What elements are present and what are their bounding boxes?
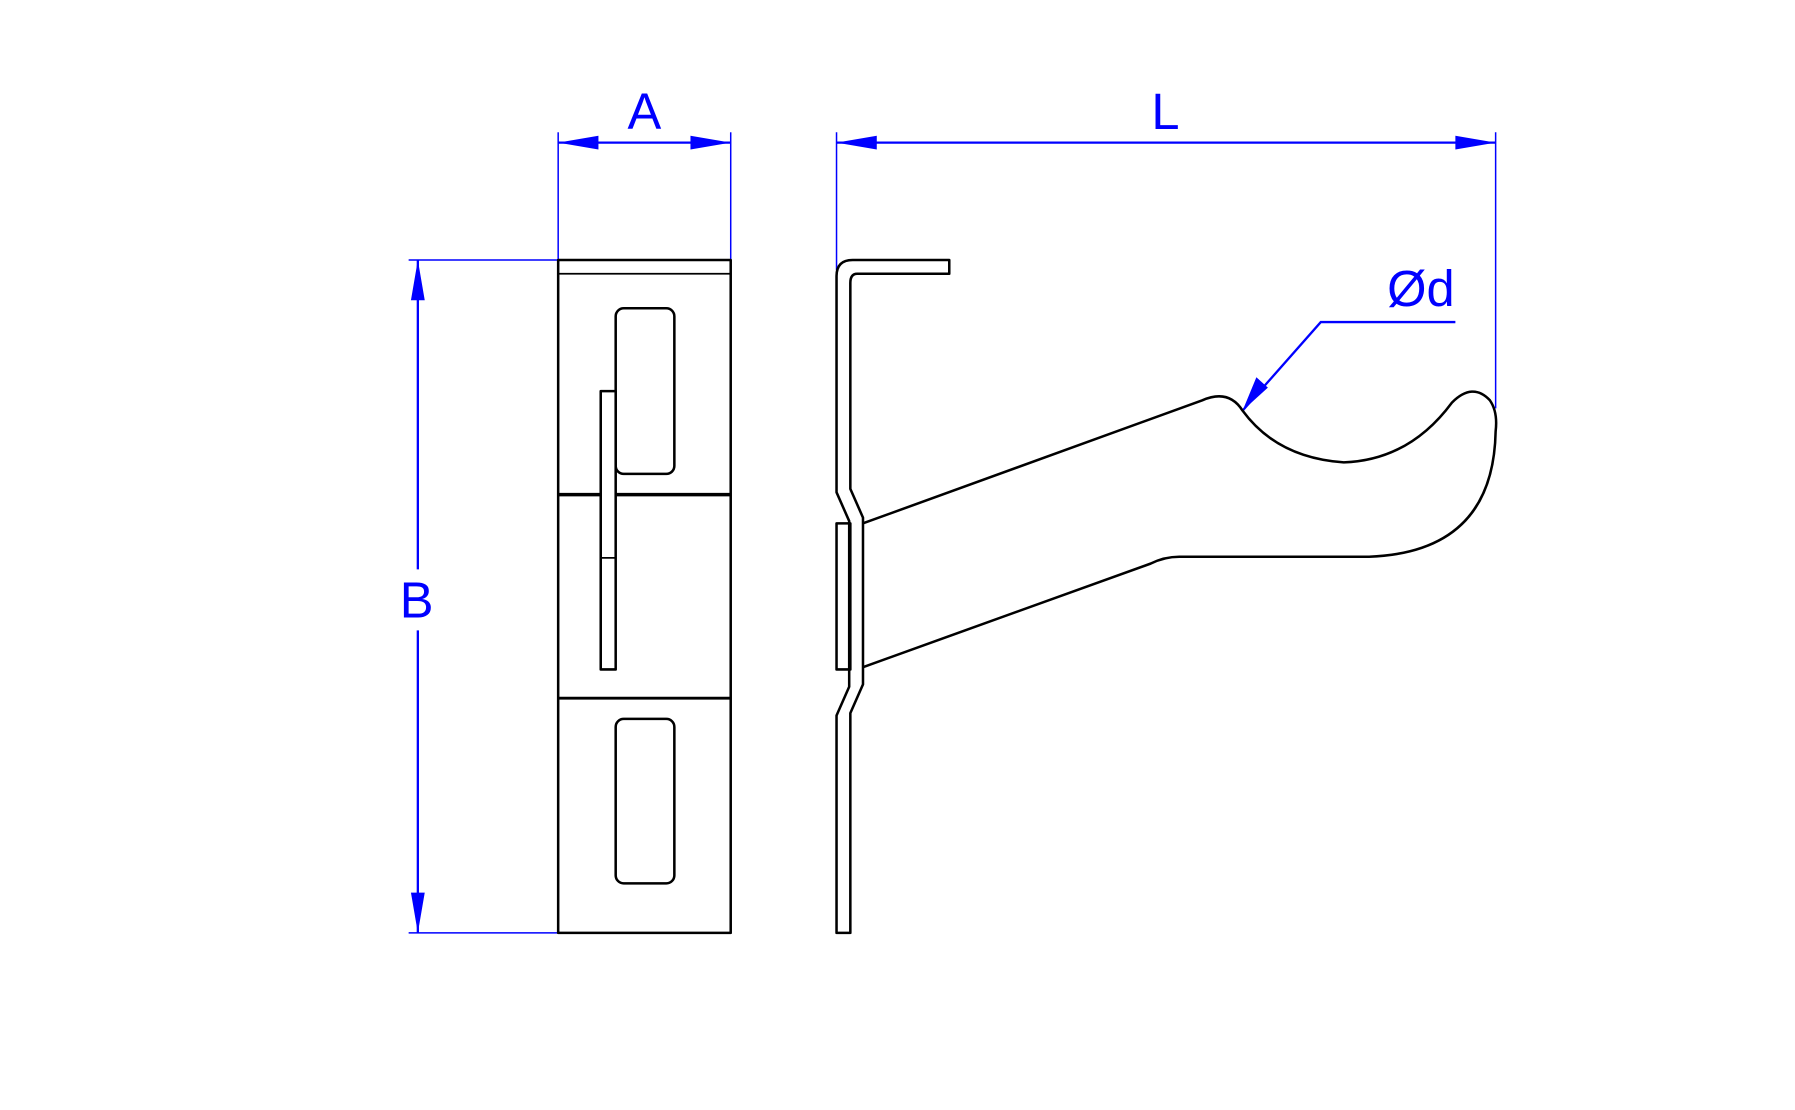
dimension-label-a: A — [628, 83, 662, 140]
dimension-diameter: Ød — [1241, 260, 1456, 412]
dimension-b: B — [400, 259, 559, 934]
front-view — [556, 258, 732, 935]
leader-arrow-icon — [1242, 377, 1268, 411]
mounting-slot-bottom — [614, 717, 676, 885]
arrow-right-icon — [690, 135, 731, 150]
dimension-label-b: B — [400, 572, 434, 629]
side-view — [835, 258, 1498, 935]
arrow-down-icon — [410, 892, 425, 933]
dimension-l: L — [835, 83, 1497, 409]
arrow-left-icon — [558, 135, 599, 150]
arrow-right-icon — [1455, 135, 1496, 150]
arrow-left-icon — [836, 135, 877, 150]
dimension-label-l: L — [1151, 83, 1179, 140]
dimension-label-diameter: Ød — [1387, 260, 1455, 317]
mounting-slot-top — [614, 307, 676, 476]
arrow-up-icon — [410, 259, 425, 301]
dimension-a: A — [557, 83, 732, 260]
